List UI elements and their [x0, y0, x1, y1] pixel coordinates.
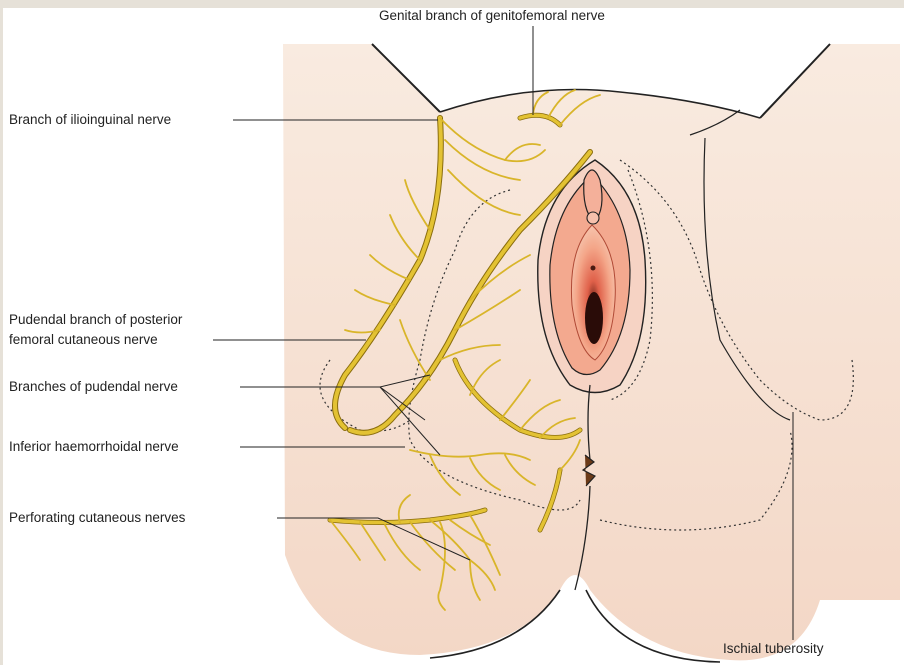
label-pudendal-branch-line2: femoral cutaneous nerve [9, 332, 158, 348]
label-perforating: Perforating cutaneous nerves [9, 510, 185, 526]
label-pudendal-branch-line1: Pudendal branch of posterior [9, 312, 182, 328]
label-inferior-haemorrhoidal: Inferior haemorrhoidal nerve [9, 439, 179, 455]
clitoris [587, 212, 599, 224]
label-ilioinguinal: Branch of ilioinguinal nerve [9, 112, 171, 128]
label-pudendal-nerve-branches: Branches of pudendal nerve [9, 379, 178, 395]
urethral-opening [591, 266, 596, 271]
vaginal-opening [585, 292, 603, 344]
label-ischial-tuberosity: Ischial tuberosity [723, 641, 824, 657]
label-genital-branch: Genital branch of genitofemoral nerve [379, 8, 605, 24]
